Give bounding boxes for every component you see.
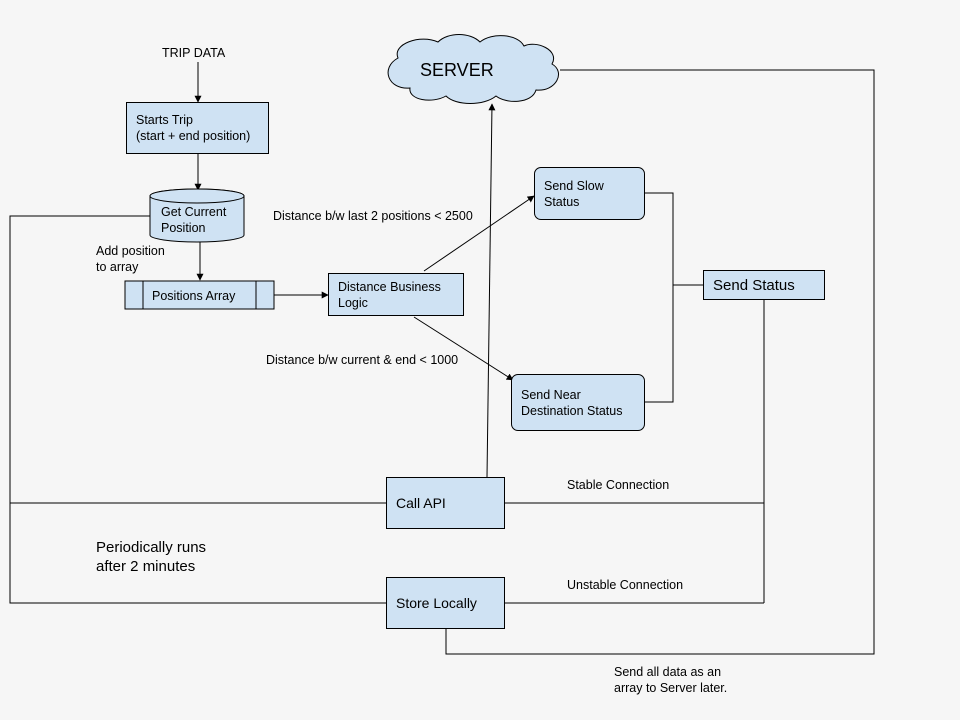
connector-periodic-loop: [9, 215, 386, 604]
send-near-destination-node: Send Near Destination Status: [511, 374, 645, 431]
trip-data-label: TRIP DATA: [162, 46, 226, 60]
get-current-position-label: Get Current Position: [161, 205, 227, 235]
add-position-label: Add position to array: [96, 244, 165, 274]
send-status-node: Send Status: [703, 270, 825, 300]
call-api-node: Call API: [386, 477, 505, 529]
starts-trip-node: Starts Trip (start + end position): [126, 102, 269, 154]
arrow-logic-to-near: [413, 316, 514, 381]
connector-store-to-server: [445, 69, 875, 655]
get-position-cylinder-top: [149, 188, 245, 204]
connector-slow-near-to-status: [645, 192, 674, 403]
unstable-connection-label: Unstable Connection: [567, 578, 684, 592]
send-slow-status-node: Send Slow Status: [534, 167, 645, 220]
near-condition-label: Distance b/w current & end < 1000: [266, 353, 459, 367]
positions-array-shape: [124, 280, 275, 310]
periodic-label: Periodically runs after 2 minutes: [96, 539, 207, 575]
store-locally-node: Store Locally: [386, 577, 505, 629]
server-label: SERVER: [420, 60, 494, 80]
arrow-callapi-to-server: [486, 103, 496, 478]
arrow-logic-to-slow: [423, 195, 535, 272]
server-cloud-shape: [387, 34, 559, 104]
distance-logic-node: Distance Business Logic: [328, 273, 464, 316]
send-later-label: Send all data as an array to Server late…: [614, 665, 728, 695]
slow-condition-label: Distance b/w last 2 positions < 2500: [273, 209, 473, 223]
stable-connection-label: Stable Connection: [567, 478, 670, 492]
positions-array-label: Positions Array: [152, 289, 236, 303]
